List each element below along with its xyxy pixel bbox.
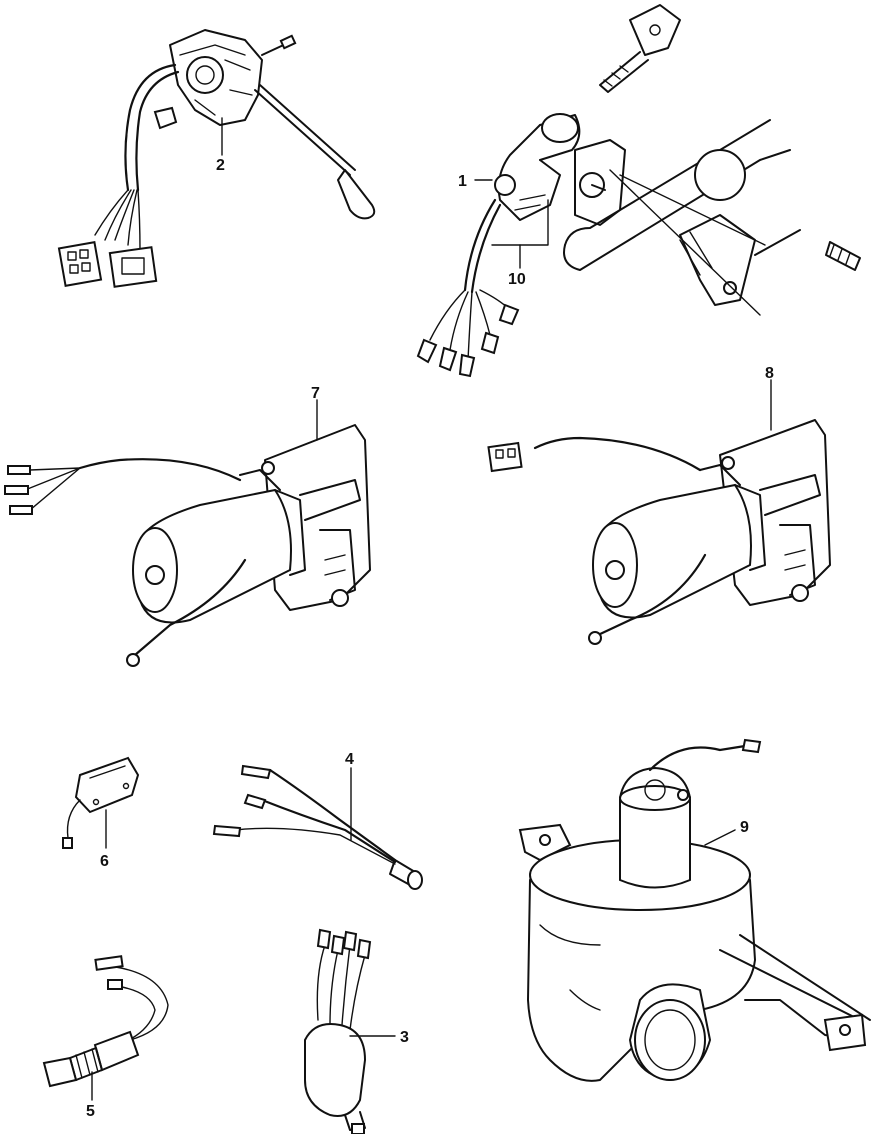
callout-5: 5 (86, 1103, 95, 1120)
wiper-motor-7-part (4, 424, 371, 667)
wiper-motor-8-part (487, 419, 831, 645)
leader-lines (91, 117, 772, 1101)
callout-9: 9 (740, 819, 749, 836)
callout-6: 6 (100, 853, 109, 870)
harness-4-part (212, 764, 423, 890)
callout-10: 10 (508, 271, 526, 288)
callout-4: 4 (345, 751, 354, 768)
callout-2: 2 (216, 157, 225, 174)
ignition-switch-part (416, 4, 861, 378)
callout-7: 7 (311, 385, 320, 402)
blower-motor-part (518, 738, 871, 1082)
callout-1: 1 (458, 173, 467, 190)
callout-3: 3 (400, 1029, 409, 1046)
sensor-5-part (42, 955, 169, 1088)
sensor-6-part (62, 756, 140, 849)
sensor-3-part (304, 928, 372, 1134)
combination-switch-part (57, 29, 376, 288)
callout-8: 8 (765, 365, 774, 382)
